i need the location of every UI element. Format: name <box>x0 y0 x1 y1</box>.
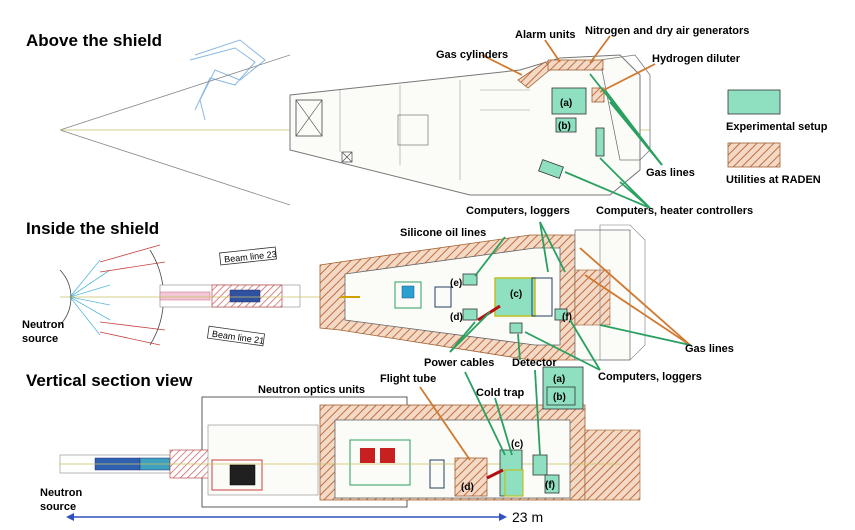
label-neutron-source-1b: source <box>22 333 58 345</box>
label-computers-loggers-mid: Computers, loggers <box>598 371 702 383</box>
above-shield-arrows <box>481 35 663 209</box>
label-hydrogen-diluter: Hydrogen diluter <box>652 53 741 65</box>
legend-label-experimental: Experimental setup <box>726 121 828 133</box>
label-power-cables: Power cables <box>424 357 494 369</box>
section-title-inside: Inside the shield <box>26 219 159 238</box>
label-flight-tube: Flight tube <box>380 373 436 385</box>
box-label-a-top: (a) <box>560 98 572 109</box>
distance-arrow <box>66 513 507 521</box>
box-label-f-bottom: (f) <box>545 480 555 491</box>
label-beam-line-21: Beam line 21 <box>211 329 264 346</box>
legend-label-utilities: Utilities at RADEN <box>726 174 821 186</box>
box-label-d-bottom: (d) <box>461 482 474 493</box>
box-label-a-bottom: (a) <box>553 374 565 385</box>
above-shield-drawing <box>59 39 651 206</box>
box-label-c-mid: (c) <box>510 289 522 300</box>
vertical-section-arrows <box>419 369 541 461</box>
box-label-c-bottom: (c) <box>511 439 523 450</box>
label-detector: Detector <box>512 357 557 369</box>
box-label-e-mid: (e) <box>450 278 462 289</box>
inside-shield-drawing <box>59 224 646 361</box>
label-neutron-source-1a: Neutron <box>22 319 64 331</box>
legend-swatch-utilities <box>727 142 781 168</box>
beam-line-23-tag: Beam line 23 <box>219 246 277 266</box>
label-computers-heater: Computers, heater controllers <box>596 205 753 217</box>
vertical-section-drawing <box>59 366 641 508</box>
label-gas-lines-top: Gas lines <box>646 167 695 179</box>
label-computers-loggers-top: Computers, loggers <box>466 205 570 217</box>
box-label-d-mid: (d) <box>450 312 463 323</box>
label-silicone-oil: Silicone oil lines <box>400 227 486 239</box>
label-nitrogen: Nitrogen and dry air generators <box>585 25 749 37</box>
label-cold-trap: Cold trap <box>476 387 525 399</box>
section-title-above: Above the shield <box>26 31 162 50</box>
inside-shield-arrows <box>449 221 691 371</box>
box-label-f-mid: (f) <box>562 312 572 323</box>
box-label-b-top: (b) <box>558 121 571 132</box>
label-neutron-optics: Neutron optics units <box>258 384 365 396</box>
legend: Experimental setup Utilities at RADEN <box>726 89 828 186</box>
label-neutron-source-2a: Neutron <box>40 487 82 499</box>
label-distance: 23 m <box>512 509 543 525</box>
beam-line-21-tag: Beam line 21 <box>206 325 266 347</box>
label-neutron-source-2b: source <box>40 501 76 513</box>
label-gas-cylinders: Gas cylinders <box>436 49 508 61</box>
label-alarm-units: Alarm units <box>515 29 576 41</box>
legend-swatch-experimental <box>727 89 781 115</box>
label-gas-lines-mid: Gas lines <box>685 343 734 355</box>
box-label-b-bottom: (b) <box>553 392 566 403</box>
section-title-vertical: Vertical section view <box>26 371 193 390</box>
